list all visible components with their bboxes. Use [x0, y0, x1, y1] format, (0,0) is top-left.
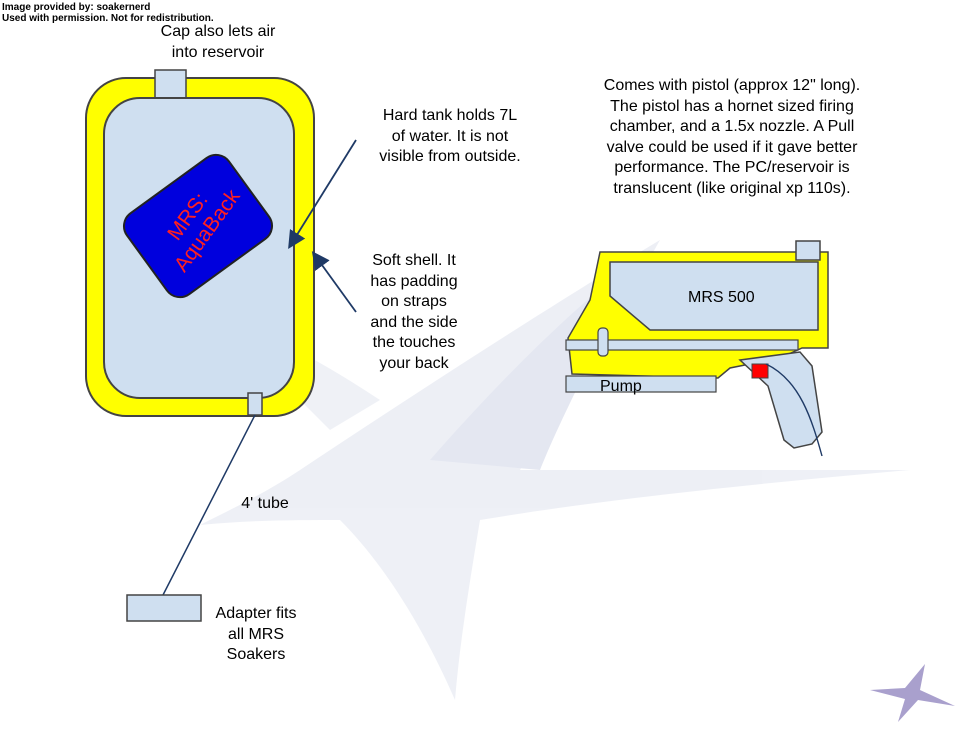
cap-note-line: Cap also lets air [160, 23, 276, 40]
cap-note-line: into reservoir [171, 43, 265, 61]
shell-note-line: Soft shell. It [372, 252, 456, 269]
tube-adapter [126, 594, 202, 622]
adapter-note-line: Soakers [226, 646, 286, 663]
tank-pointer-arrow [288, 139, 357, 250]
water-tube [162, 414, 256, 596]
shell-note: Soft shell. It has padding on straps and… [352, 251, 476, 374]
pistol-description-line: Comes with pistol (approx 12" long). [603, 77, 861, 94]
tank-note-line: of water. It is not [391, 127, 509, 145]
pistol-description-line: The pistol has a hornet sized firing [610, 97, 854, 115]
shell-note-line: your back [379, 354, 449, 372]
tube-note: 4' tube [241, 495, 289, 512]
pistol-barrel [565, 339, 799, 351]
shell-note-line: on straps [381, 293, 447, 310]
tank-note-line: Hard tank holds 7L [382, 107, 518, 124]
cap-note: Cap also lets air into reservoir [118, 22, 318, 63]
pistol-pump [565, 375, 717, 393]
pistol-feed-tube [765, 363, 823, 457]
pistol-description-line: translucent (like original xp 110s). [613, 179, 851, 197]
pistol-description-line: valve could be used if it gave better [606, 138, 858, 156]
corner-star-logo [870, 664, 955, 722]
adapter-note-line: all MRS [227, 625, 284, 643]
shell-pointer-arrow [311, 251, 357, 313]
pump-label: Pump [600, 378, 642, 395]
pistol-description: Comes with pistol (approx 12" long). The… [572, 76, 892, 199]
adapter-note-line: Adapter fits [215, 605, 297, 622]
shell-note-line: and the side [370, 313, 458, 331]
pistol-reservoir-cap [795, 240, 821, 261]
aquaback-badge [122, 153, 274, 299]
reservoir-label: MRS 500 [688, 289, 755, 306]
image-credit-line2: Used with permission. Not for redistribu… [2, 13, 214, 24]
adapter-note: Adapter fits all MRS Soakers [196, 604, 316, 666]
pistol-trigger [751, 363, 769, 379]
pistol-description-line: chamber, and a 1.5x nozzle. A Pull [609, 118, 855, 135]
pistol-description-line: performance. The PC/reservoir is [614, 159, 850, 176]
backpack-cap [154, 69, 187, 103]
tube-connector [247, 392, 263, 416]
shell-note-line: the touches [372, 334, 456, 351]
pistol-reservoir [609, 261, 819, 331]
tank-note: Hard tank holds 7L of water. It is not v… [350, 106, 550, 168]
image-credit-line1: Image provided by: soakernerd [2, 2, 151, 13]
pistol-nozzle [597, 327, 609, 357]
shell-note-line: has padding [370, 272, 458, 290]
tank-note-line: visible from outside. [379, 148, 521, 165]
pistol [565, 240, 829, 457]
